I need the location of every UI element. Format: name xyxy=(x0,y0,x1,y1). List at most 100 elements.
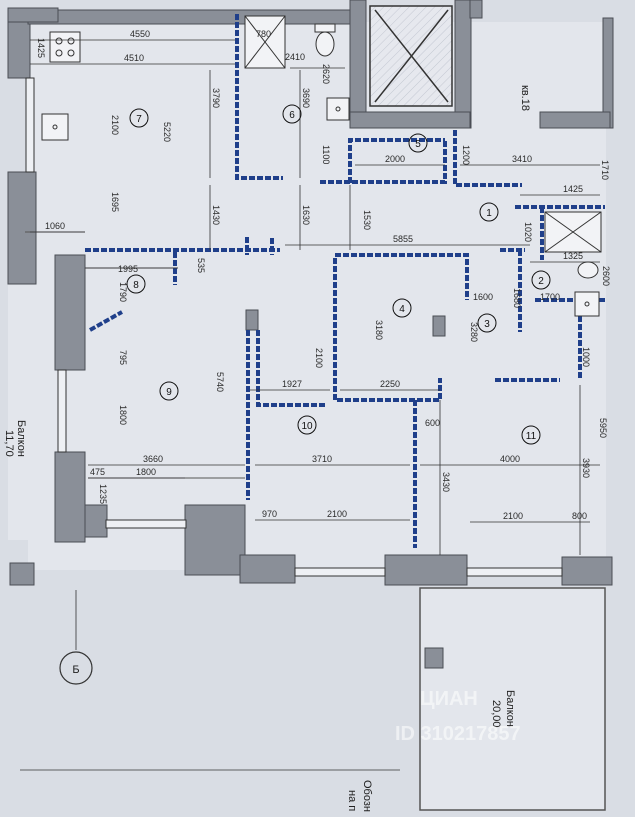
dim-v-1235: 1235 xyxy=(98,484,108,504)
legend-line-1: Обозн xyxy=(361,780,373,812)
wall-bottom-left xyxy=(84,504,108,538)
wall-left-upper xyxy=(7,171,37,285)
room-3: 3 xyxy=(484,319,490,330)
text-layer: кв.18 Б Балкон 11,70 Балкон 20,00 Обозн … xyxy=(3,29,611,812)
shaft-wall-left xyxy=(349,0,367,129)
kitchen-sink-icon xyxy=(41,113,69,141)
dim-h-1060: 1060 xyxy=(45,221,65,231)
dim-v-3790: 3790 xyxy=(211,88,221,108)
room-11: 11 xyxy=(526,431,537,442)
room-8: 8 xyxy=(133,280,139,291)
dim-v-795: 795 xyxy=(118,350,128,365)
wall-bottom-left-2 xyxy=(184,504,246,576)
dim-h-1325: 1325 xyxy=(563,251,583,261)
stove-icon xyxy=(49,31,81,63)
dim-h-1927: 1927 xyxy=(282,379,302,389)
wall-left-mid xyxy=(54,254,86,371)
dim-v-2100: 2100 xyxy=(110,115,120,135)
room-9: 9 xyxy=(166,387,172,398)
partitions xyxy=(85,14,605,548)
dim-h-475: 475 xyxy=(90,467,105,477)
dim-h-3660: 3660 xyxy=(143,454,163,464)
dim-v-5740: 5740 xyxy=(215,372,225,392)
dim-h-535: 535 xyxy=(196,258,206,273)
dim-v-2600: 2600 xyxy=(601,266,611,286)
room-7: 7 xyxy=(136,114,142,125)
dim-v-1790: 1790 xyxy=(118,282,128,302)
dim-v-1430: 1430 xyxy=(211,205,221,225)
dim-h-2100-b: 2100 xyxy=(503,511,523,521)
balcony-floor-right xyxy=(419,587,606,811)
dim-v-1630: 1630 xyxy=(301,205,311,225)
dim-h-4550: 4550 xyxy=(130,29,150,39)
dim-h-2100: 2100 xyxy=(327,509,347,519)
exterior-walls xyxy=(7,0,614,669)
balcony-right-area: 20,00 xyxy=(490,700,502,728)
wall-top xyxy=(27,9,351,25)
dim-h-780: 780 xyxy=(256,29,271,39)
dim-v-1800: 1800 xyxy=(118,405,128,425)
dim-v-1530: 1530 xyxy=(362,210,372,230)
dim-h-1600: 1600 xyxy=(473,292,493,302)
dim-h-800: 800 xyxy=(572,511,587,521)
dim-h-600: 600 xyxy=(425,418,440,428)
balcony-floor-left xyxy=(8,282,62,540)
wall-bottom-mid xyxy=(384,554,468,586)
window-room9 xyxy=(105,519,187,529)
wall-top-corner xyxy=(7,7,59,23)
room-markers xyxy=(126,104,551,445)
elevator-shaft xyxy=(369,5,453,107)
dim-v-1200: 1200 xyxy=(461,145,471,165)
shaft-wall-bottom xyxy=(349,111,471,129)
wall-left-balcony xyxy=(54,451,86,543)
axis-marker xyxy=(59,651,93,685)
legend-line-2: на п xyxy=(346,790,358,811)
watermark-logo: ЦИАН xyxy=(420,688,478,710)
dim-h-1800: 1800 xyxy=(136,467,156,477)
dim-h-5855: 5855 xyxy=(393,234,413,244)
dim-h-4510: 4510 xyxy=(124,53,144,63)
dim-h-1425-top: 1425 xyxy=(36,38,46,58)
wall-corner-bl xyxy=(9,562,35,586)
dim-v-2100-b: 2100 xyxy=(314,348,324,368)
wall-right-2 xyxy=(539,111,611,129)
dim-h-2000: 2000 xyxy=(385,154,405,164)
window-room10 xyxy=(294,567,386,577)
column-bottom xyxy=(424,647,444,669)
dim-h-3710: 3710 xyxy=(312,454,332,464)
room-2: 2 xyxy=(538,276,544,287)
dim-v-3930: 3930 xyxy=(581,458,591,478)
dim-v-3690: 3690 xyxy=(301,88,311,108)
room-6: 6 xyxy=(289,110,295,121)
dim-v-1000: 1000 xyxy=(581,347,591,367)
dim-v-3180: 3180 xyxy=(374,320,384,340)
dim-h-970: 970 xyxy=(262,509,277,519)
column-room4 xyxy=(432,315,446,337)
balcony-left-name: Балкон xyxy=(15,420,27,457)
dim-h-1700: 1700 xyxy=(540,292,560,302)
axis-label: Б xyxy=(72,664,79,676)
wall-bottom-left-3 xyxy=(239,554,296,584)
door-balcony-left xyxy=(57,369,67,453)
apartment-label: кв.18 xyxy=(519,85,531,111)
shower-icon xyxy=(244,15,286,69)
dimension-lines xyxy=(20,39,600,771)
dim-v-2620: 2620 xyxy=(321,64,331,84)
dim-h-1995: 1995 xyxy=(118,264,138,274)
dim-h-1425: 1425 xyxy=(563,184,583,194)
dim-v-1020: 1020 xyxy=(523,222,533,242)
dim-v-3280: 3280 xyxy=(469,322,479,342)
shower-2-icon xyxy=(544,211,602,253)
bathroom-sink-icon xyxy=(326,97,350,121)
room-4: 4 xyxy=(399,304,405,315)
dim-h-2410: 2410 xyxy=(285,52,305,62)
dim-v-1100: 1100 xyxy=(321,145,331,164)
apartment-floor xyxy=(28,22,606,570)
toilet-icon xyxy=(314,23,336,57)
dim-v-5950: 5950 xyxy=(598,418,608,438)
windows xyxy=(25,77,563,577)
dim-v-3430: 3430 xyxy=(441,472,451,492)
room-5: 5 xyxy=(415,139,421,150)
column-room10 xyxy=(245,309,259,331)
